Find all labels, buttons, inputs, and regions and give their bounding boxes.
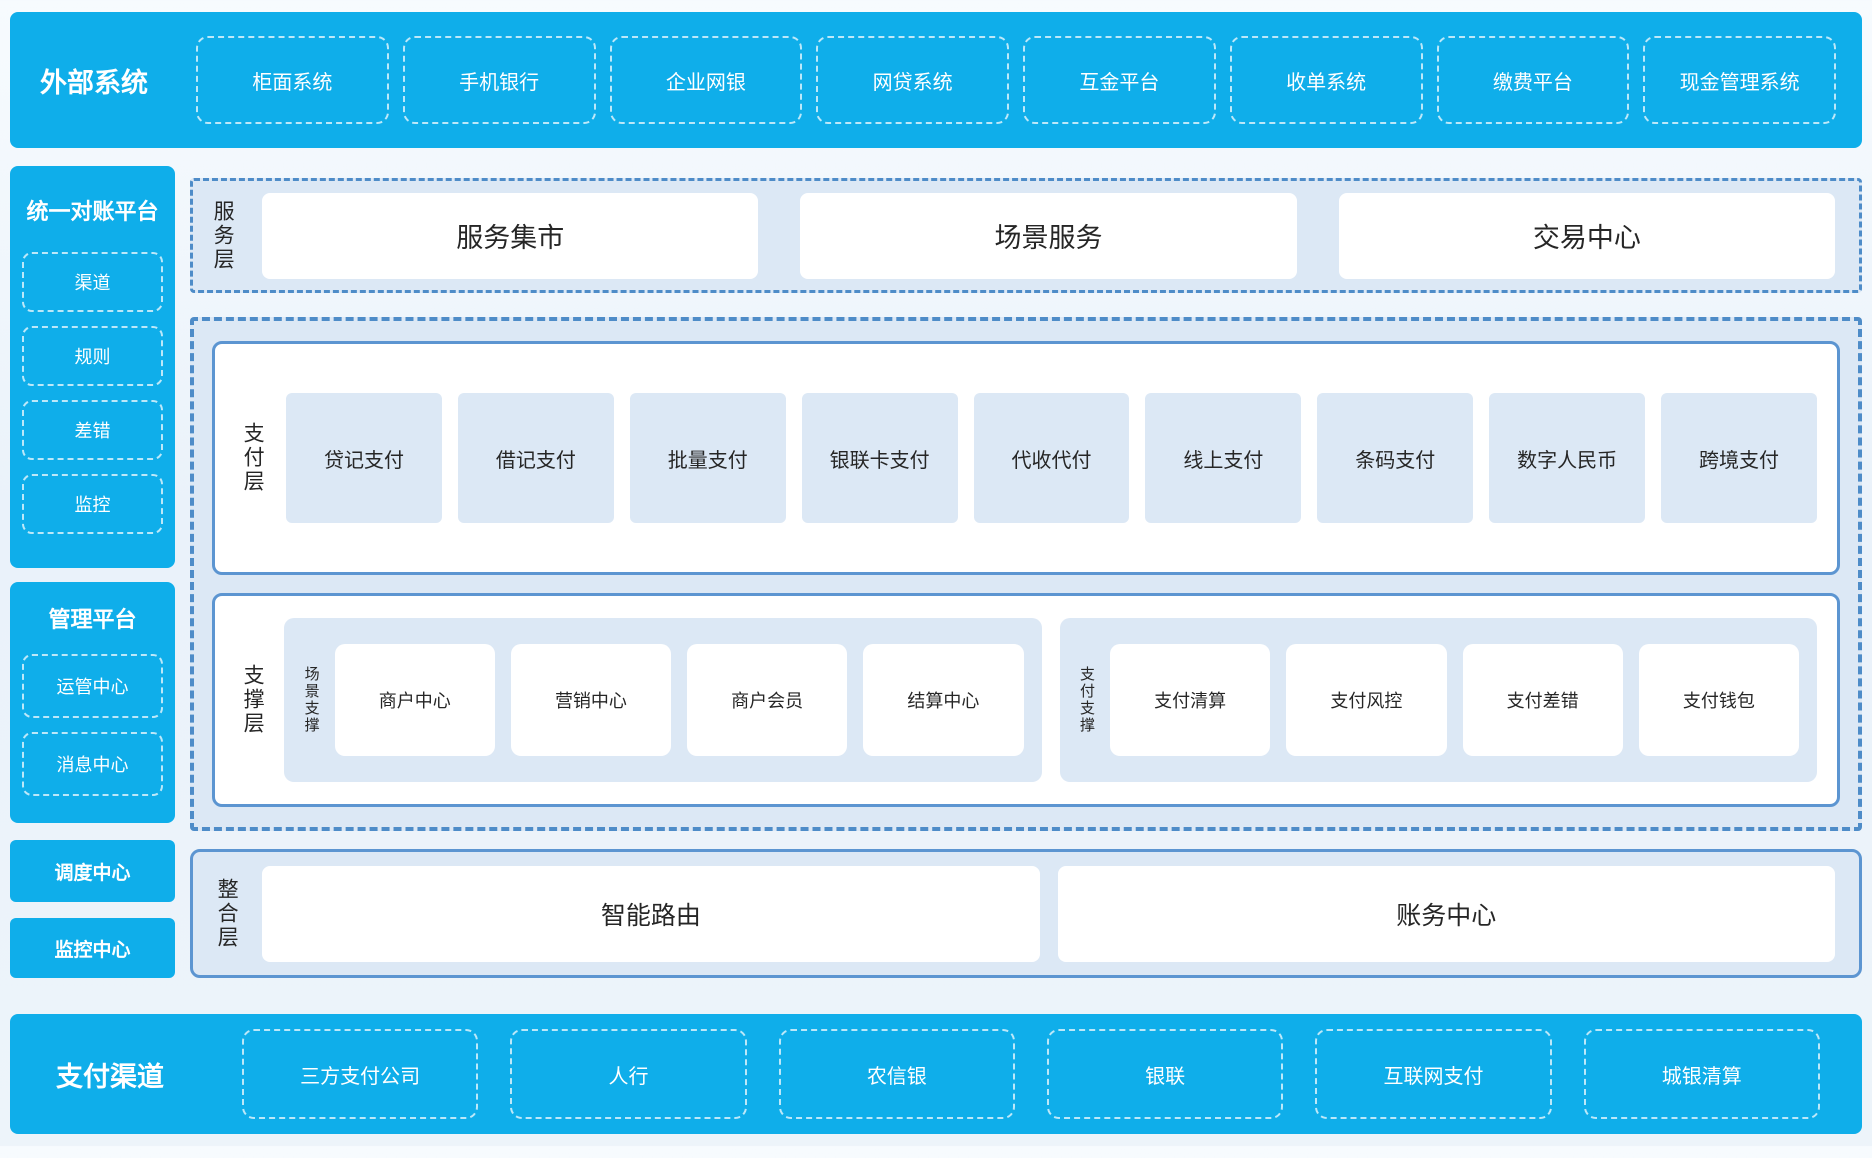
support-item-card: 支付清算 <box>1110 644 1271 757</box>
reconciliation-item: 规则 <box>22 326 163 386</box>
reconciliation-item: 监控 <box>22 474 163 534</box>
service-item-card: 场景服务 <box>800 192 1297 279</box>
support-item-card: 商户中心 <box>334 644 495 757</box>
support-layer-groups: 场景支撑 商户中心 营销中心 商户会员 结算中心 <box>284 618 1817 783</box>
external-system-item: 缴费平台 <box>1436 36 1630 124</box>
external-system-item: 柜面系统 <box>196 36 389 124</box>
reconciliation-items: 渠道 规则 差错 监控 <box>22 252 163 534</box>
left-sidebar: 统一对账平台 渠道 规则 差错 监控 管理平台 <box>10 166 175 978</box>
payment-layer-label: 支付层 <box>241 422 265 495</box>
scene-support-items: 商户中心 营销中心 商户会员 结算中心 <box>334 644 1024 757</box>
management-item: 运管中心 <box>22 654 163 718</box>
payment-layer-panel: 支付层 贷记支付 借记支付 批量支付 银联卡支付 代收代付 <box>212 341 1840 576</box>
support-item-card: 支付钱包 <box>1638 644 1799 757</box>
dispatch-center-block: 调度中心 <box>10 840 175 902</box>
payment-support-group: 支付支撑 支付清算 支付风控 支付差错 支付钱包 <box>1059 618 1817 783</box>
service-item-card: 交易中心 <box>1338 192 1835 279</box>
middle-section: 统一对账平台 渠道 规则 差错 监控 管理平台 <box>10 166 1862 978</box>
payment-item-card: 借记支付 <box>457 393 614 524</box>
payment-item-card: 条码支付 <box>1317 393 1474 524</box>
payment-item-card: 贷记支付 <box>286 393 442 524</box>
management-platform-panel: 管理平台 运管中心 消息中心 <box>10 582 175 823</box>
external-system-item: 手机银行 <box>402 36 596 124</box>
reconciliation-platform-title: 统一对账平台 <box>26 199 159 224</box>
management-platform-title: 管理平台 <box>48 607 137 632</box>
support-item-card: 商户会员 <box>687 644 848 757</box>
external-systems-items: 柜面系统 手机银行 企业网银 网贷系统 互金平台 收单系统 缴费平台 现金管理系… <box>196 36 1836 124</box>
service-layer-items: 服务集市 场景服务 交易中心 <box>262 192 1835 279</box>
service-item-card: 服务集市 <box>262 192 759 279</box>
external-systems-bar: 外部系统 柜面系统 手机银行 企业网银 网贷系统 互金平台 收单系统 缴费平台 … <box>10 12 1862 148</box>
integration-layer-panel: 整合层 智能路由 账务中心 <box>190 849 1862 978</box>
payment-layer-items: 贷记支付 借记支付 批量支付 银联卡支付 代收代付 线上支付 条码支付 <box>286 393 1817 524</box>
payment-support-label: 支付支撑 <box>1078 666 1096 735</box>
payment-architecture-diagram: 外部系统 柜面系统 手机银行 企业网银 网贷系统 互金平台 收单系统 缴费平台 … <box>0 12 1872 1158</box>
integration-layer-items: 智能路由 账务中心 <box>262 865 1835 962</box>
main-diagram-column: 服务层 服务集市 场景服务 交易中心 支付层 <box>190 166 1862 978</box>
support-item-card: 支付差错 <box>1462 644 1623 757</box>
payment-item-card: 银联卡支付 <box>801 393 958 524</box>
payment-support-items: 支付清算 支付风控 支付差错 支付钱包 <box>1110 644 1799 757</box>
external-system-item: 企业网银 <box>609 36 803 124</box>
integration-item-card: 账务中心 <box>1057 865 1835 962</box>
support-layer-label: 支撑层 <box>241 664 265 737</box>
payment-channel-item: 互联网支付 <box>1315 1029 1552 1119</box>
external-system-item: 网贷系统 <box>816 36 1009 124</box>
payment-channels-bar: 支付渠道 三方支付公司 人行 农信银 银联 互联网支付 城银清算 <box>10 1014 1862 1134</box>
payment-item-card: 线上支付 <box>1145 393 1302 524</box>
management-item: 消息中心 <box>22 732 163 796</box>
payment-item-card: 数字人民币 <box>1489 393 1646 524</box>
integration-layer-label: 整合层 <box>215 877 239 950</box>
external-systems-title: 外部系统 <box>40 67 148 98</box>
payment-channel-item: 三方支付公司 <box>242 1029 479 1119</box>
management-items: 运管中心 消息中心 <box>22 654 163 796</box>
payment-core-container: 支付层 贷记支付 借记支付 批量支付 银联卡支付 代收代付 <box>190 317 1862 832</box>
payment-item-card: 代收代付 <box>973 393 1130 524</box>
payment-channels-title: 支付渠道 <box>56 1061 164 1092</box>
reconciliation-item: 差错 <box>22 400 163 460</box>
reconciliation-item: 渠道 <box>22 252 163 312</box>
external-system-item: 收单系统 <box>1229 36 1423 124</box>
external-system-item: 互金平台 <box>1023 36 1216 124</box>
payment-item-card: 跨境支付 <box>1661 393 1817 524</box>
integration-item-card: 智能路由 <box>262 865 1040 962</box>
support-item-card: 营销中心 <box>510 644 672 757</box>
payment-channels-items: 三方支付公司 人行 农信银 银联 互联网支付 城银清算 <box>242 1029 1820 1119</box>
payment-channel-item: 银联 <box>1046 1029 1284 1119</box>
reconciliation-platform-panel: 统一对账平台 渠道 规则 差错 监控 <box>10 166 175 568</box>
support-item-card: 支付风控 <box>1286 644 1447 757</box>
payment-channel-item: 农信银 <box>778 1029 1015 1119</box>
support-layer-panel: 支撑层 场景支撑 商户中心 营销中心 商户会员 <box>212 593 1840 808</box>
payment-channel-item: 人行 <box>510 1029 747 1119</box>
scene-support-group: 场景支撑 商户中心 营销中心 商户会员 结算中心 <box>284 618 1042 783</box>
external-system-item: 现金管理系统 <box>1643 36 1836 124</box>
scene-support-label: 场景支撑 <box>302 666 320 735</box>
service-layer-container: 服务层 服务集市 场景服务 交易中心 <box>190 178 1862 294</box>
service-layer-label: 服务层 <box>211 199 235 272</box>
payment-item-card: 批量支付 <box>629 393 786 524</box>
payment-channel-item: 城银清算 <box>1583 1029 1820 1119</box>
monitoring-center-block: 监控中心 <box>10 918 175 978</box>
support-item-card: 结算中心 <box>863 644 1024 757</box>
